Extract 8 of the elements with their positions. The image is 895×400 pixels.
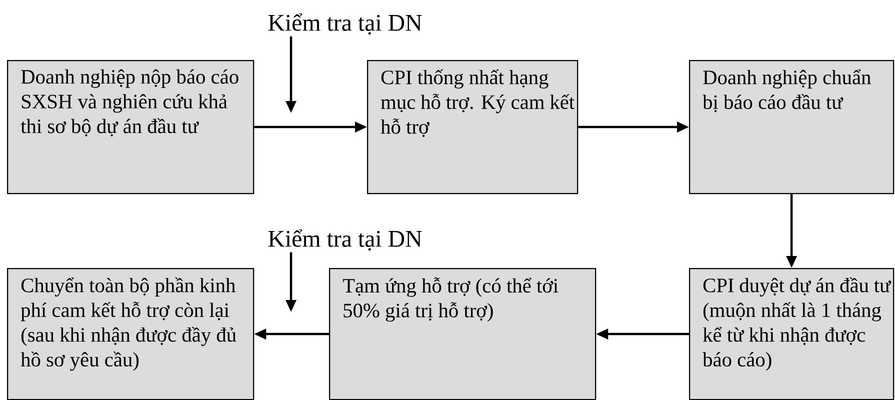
process-box: CPI thống nhất hạng mục hỗ trợ. Ký cam kết hỗ trợ: [367, 60, 578, 194]
process-box: Doanh nghiệp chuẩn bị báo cáo đầu tư: [689, 60, 894, 194]
process-box: Chuyển toàn bộ phần kinh phí cam kết hỗ trợ còn lại (sau khi nhận được đầy đủ hồ sơ yêu cầu): [7, 268, 254, 400]
check-label: Kiểm tra tại DN: [268, 13, 422, 35]
process-box: CPI duyệt dự án đầu tư (muộn nhất là 1 tháng kể từ khi nhận được báo cáo): [689, 268, 894, 400]
check-label: Kiểm tra tại DN: [268, 229, 422, 251]
process-box: Doanh nghiệp nộp báo cáo SXSH và nghiên cứu khả thi sơ bộ dự án đầu tư: [7, 60, 254, 194]
process-box: Tạm ứng hỗ trợ (có thể tới 50% giá trị hỗ trợ): [329, 268, 596, 400]
